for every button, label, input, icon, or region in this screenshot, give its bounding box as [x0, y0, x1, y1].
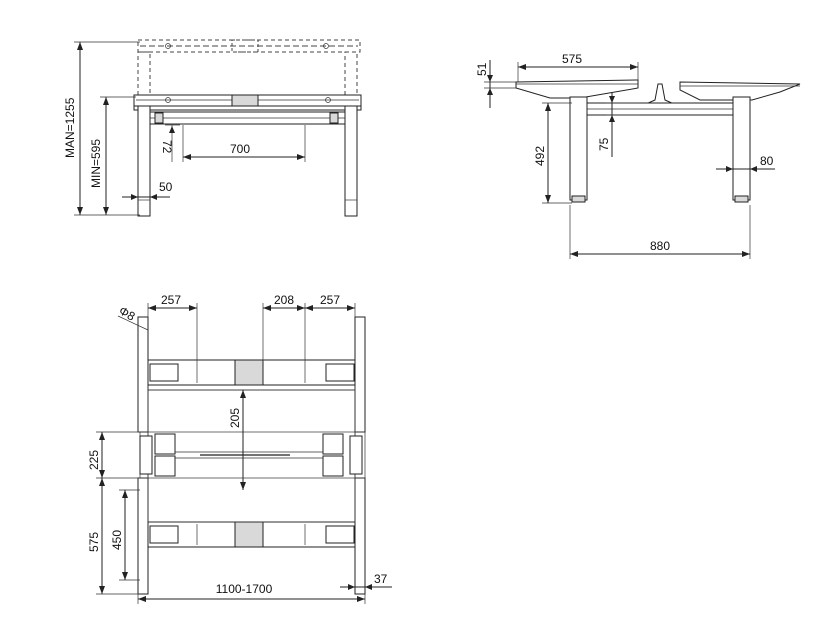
dim-75-label: 75	[597, 137, 611, 151]
front-lower-frame	[133, 94, 362, 217]
dim-208-label: 208	[274, 293, 294, 307]
dim-205-label: 205	[228, 408, 242, 428]
center-bracket-br	[322, 455, 344, 477]
side-right-top	[679, 81, 801, 101]
dim-225-label: 225	[87, 450, 101, 470]
center-bracket-bl	[154, 455, 176, 477]
dim-492-label: 492	[533, 146, 547, 166]
top-rail-right-upper	[354, 316, 366, 433]
dim-50-lines	[122, 194, 170, 200]
top-rail-right-lower	[354, 477, 366, 595]
dim-257-right-label: 257	[320, 293, 340, 307]
front-height-dims	[74, 41, 140, 216]
dim-575-side-label: 575	[562, 52, 582, 66]
center-bracket-tl	[154, 433, 176, 455]
side-left-top	[515, 79, 639, 99]
dim-51-label: 51	[475, 62, 489, 76]
side-leg-right	[732, 96, 751, 201]
dim-880-label: 880	[650, 239, 670, 253]
dim-80-label: 80	[760, 154, 774, 168]
top-view: Φ8 257 208 257 205 225	[87, 293, 392, 604]
top-rail-left-upper	[137, 316, 149, 433]
dim-37-label: 37	[374, 572, 388, 586]
dim-width-range-label: 1100-1700	[216, 582, 273, 596]
top-rail-left-lower	[137, 477, 149, 595]
max-height-label: MAN=1255	[63, 97, 77, 158]
dim-450-label: 450	[110, 530, 124, 550]
front-view: MAN=1255 MIN=595 72 700 50	[63, 39, 362, 217]
dim-575-top-label: 575	[87, 532, 101, 552]
dim-700-lines	[182, 125, 306, 162]
dim-257-left-label: 257	[161, 293, 181, 307]
center-bracket-tr	[322, 433, 344, 455]
dim-72-lines	[165, 124, 180, 162]
side-leg-left	[569, 96, 588, 201]
dim-700-label: 700	[230, 142, 250, 156]
side-center-bracket	[645, 83, 675, 105]
side-view: 51 575 492 75 80 880	[475, 52, 801, 259]
dim-50-label: 50	[159, 180, 173, 194]
hole-diameter-label: Φ8	[117, 303, 138, 323]
dim-72-label: 72	[160, 140, 174, 154]
min-height-label: MIN=595	[89, 139, 103, 188]
